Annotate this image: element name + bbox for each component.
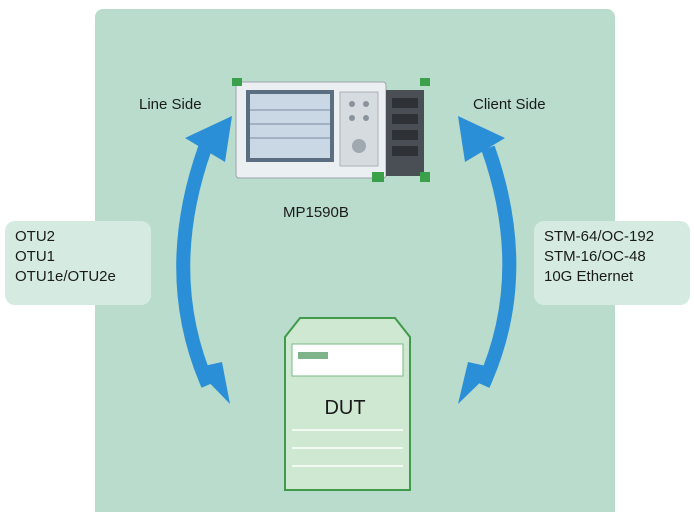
client-protocol-item: STM-64/OC-192 bbox=[544, 228, 655, 245]
client-protocol-item: 10G Ethernet bbox=[544, 268, 634, 285]
client-side-arrow bbox=[458, 116, 517, 404]
line-protocol-item: OTU1e/OTU2e bbox=[15, 268, 116, 285]
line-side-label: Line Side bbox=[139, 96, 202, 113]
device-name-label: MP1590B bbox=[283, 204, 349, 221]
mp1590b-device-icon bbox=[232, 78, 430, 182]
client-protocols-box: STM-64/OC-192 STM-16/OC-48 10G Ethernet bbox=[534, 221, 690, 305]
arrow-head-bottom bbox=[195, 362, 230, 404]
client-side-label: Client Side bbox=[473, 96, 546, 113]
arrow-head-top bbox=[185, 116, 232, 162]
line-protocols-box: OTU2 OTU1 OTU1e/OTU2e bbox=[5, 221, 151, 305]
dut-box bbox=[284, 317, 411, 491]
arrow-head-top bbox=[458, 116, 505, 162]
line-side-arrow bbox=[176, 116, 232, 404]
client-protocol-item: STM-16/OC-48 bbox=[544, 248, 646, 265]
line-protocol-item: OTU1 bbox=[15, 248, 56, 265]
line-protocol-item: OTU2 bbox=[15, 228, 56, 245]
dut-label: DUT bbox=[324, 397, 366, 419]
arrow-head-bottom bbox=[458, 362, 495, 404]
